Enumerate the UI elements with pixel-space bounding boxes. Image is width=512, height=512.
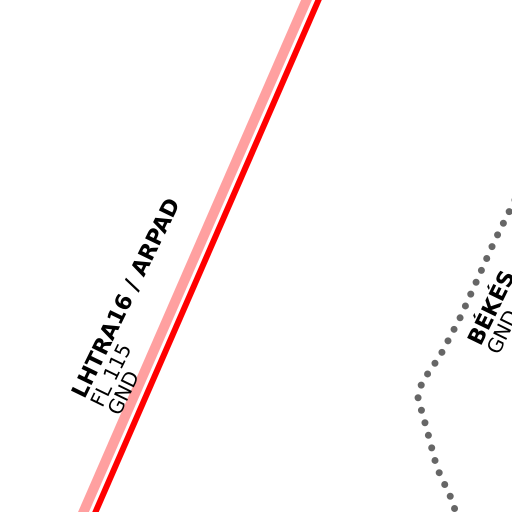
- airspace-boundary-dotted: [414, 198, 512, 512]
- airspace-bekes[interactable]: [414, 198, 512, 512]
- airspace-lhtra16-arpad[interactable]: [78, 0, 322, 512]
- airspace-boundary-band: [78, 0, 312, 512]
- airspace-boundary-line: [92, 0, 322, 512]
